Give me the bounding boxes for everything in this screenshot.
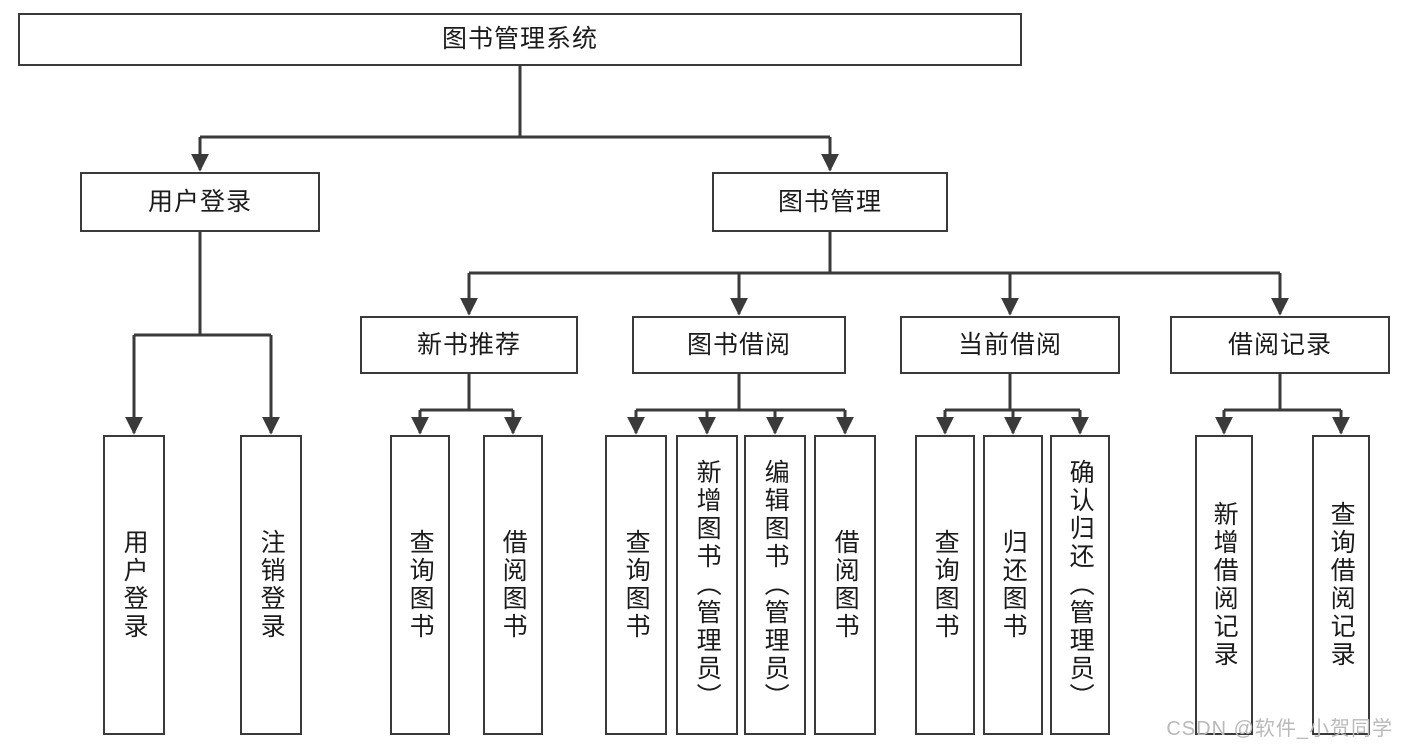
level3-node-2[interactable]: 当前借阅	[900, 316, 1120, 374]
node-label: 确认归还（管理员）	[1066, 459, 1095, 711]
node-label: 图书借阅	[686, 330, 791, 359]
node-label: 图书管理系统	[441, 25, 598, 54]
node-label: 查询借阅记录	[1327, 501, 1356, 669]
node-label: 查询图书	[622, 529, 651, 641]
level3-node-0[interactable]: 新书推荐	[360, 316, 578, 374]
watermark-label: CSDN @软件_小贺同学	[1166, 718, 1393, 740]
node-label: 用户登录	[120, 529, 149, 641]
node-label: 查询图书	[931, 529, 960, 641]
root-node-book-management-system[interactable]: 图书管理系统	[18, 13, 1022, 66]
leaf-node-1[interactable]: 注销登录	[240, 435, 302, 735]
leaf-node-6[interactable]: 编辑图书（管理员）	[744, 435, 806, 735]
node-label: 新增图书（管理员）	[693, 459, 722, 711]
node-label: 归还图书	[999, 529, 1028, 641]
node-label: 用户登录	[147, 187, 252, 216]
node-label: 借阅图书	[831, 529, 860, 641]
leaf-node-10[interactable]: 确认归还（管理员）	[1050, 435, 1110, 735]
node-label: 新增借阅记录	[1210, 501, 1239, 669]
node-label: 查询图书	[406, 529, 435, 641]
leaf-node-4[interactable]: 查询图书	[605, 435, 667, 735]
leaf-node-12[interactable]: 查询借阅记录	[1312, 435, 1370, 735]
leaf-node-7[interactable]: 借阅图书	[814, 435, 876, 735]
level2-node-1[interactable]: 图书管理	[712, 172, 948, 232]
leaf-node-11[interactable]: 新增借阅记录	[1195, 435, 1253, 735]
level2-node-0[interactable]: 用户登录	[80, 172, 320, 232]
leaf-node-0[interactable]: 用户登录	[103, 435, 165, 735]
leaf-node-8[interactable]: 查询图书	[915, 435, 975, 735]
level3-node-3[interactable]: 借阅记录	[1170, 316, 1390, 374]
node-label: 借阅记录	[1227, 330, 1332, 359]
node-label: 借阅图书	[499, 529, 528, 641]
level3-node-1[interactable]: 图书借阅	[632, 316, 846, 374]
node-label: 注销登录	[257, 529, 286, 641]
leaf-node-9[interactable]: 归还图书	[983, 435, 1043, 735]
node-label: 新书推荐	[416, 330, 521, 359]
leaf-node-5[interactable]: 新增图书（管理员）	[676, 435, 738, 735]
node-label: 当前借阅	[957, 330, 1062, 359]
node-label: 编辑图书（管理员）	[761, 459, 790, 711]
node-label: 图书管理	[777, 187, 882, 216]
leaf-node-2[interactable]: 查询图书	[390, 435, 450, 735]
leaf-node-3[interactable]: 借阅图书	[483, 435, 543, 735]
